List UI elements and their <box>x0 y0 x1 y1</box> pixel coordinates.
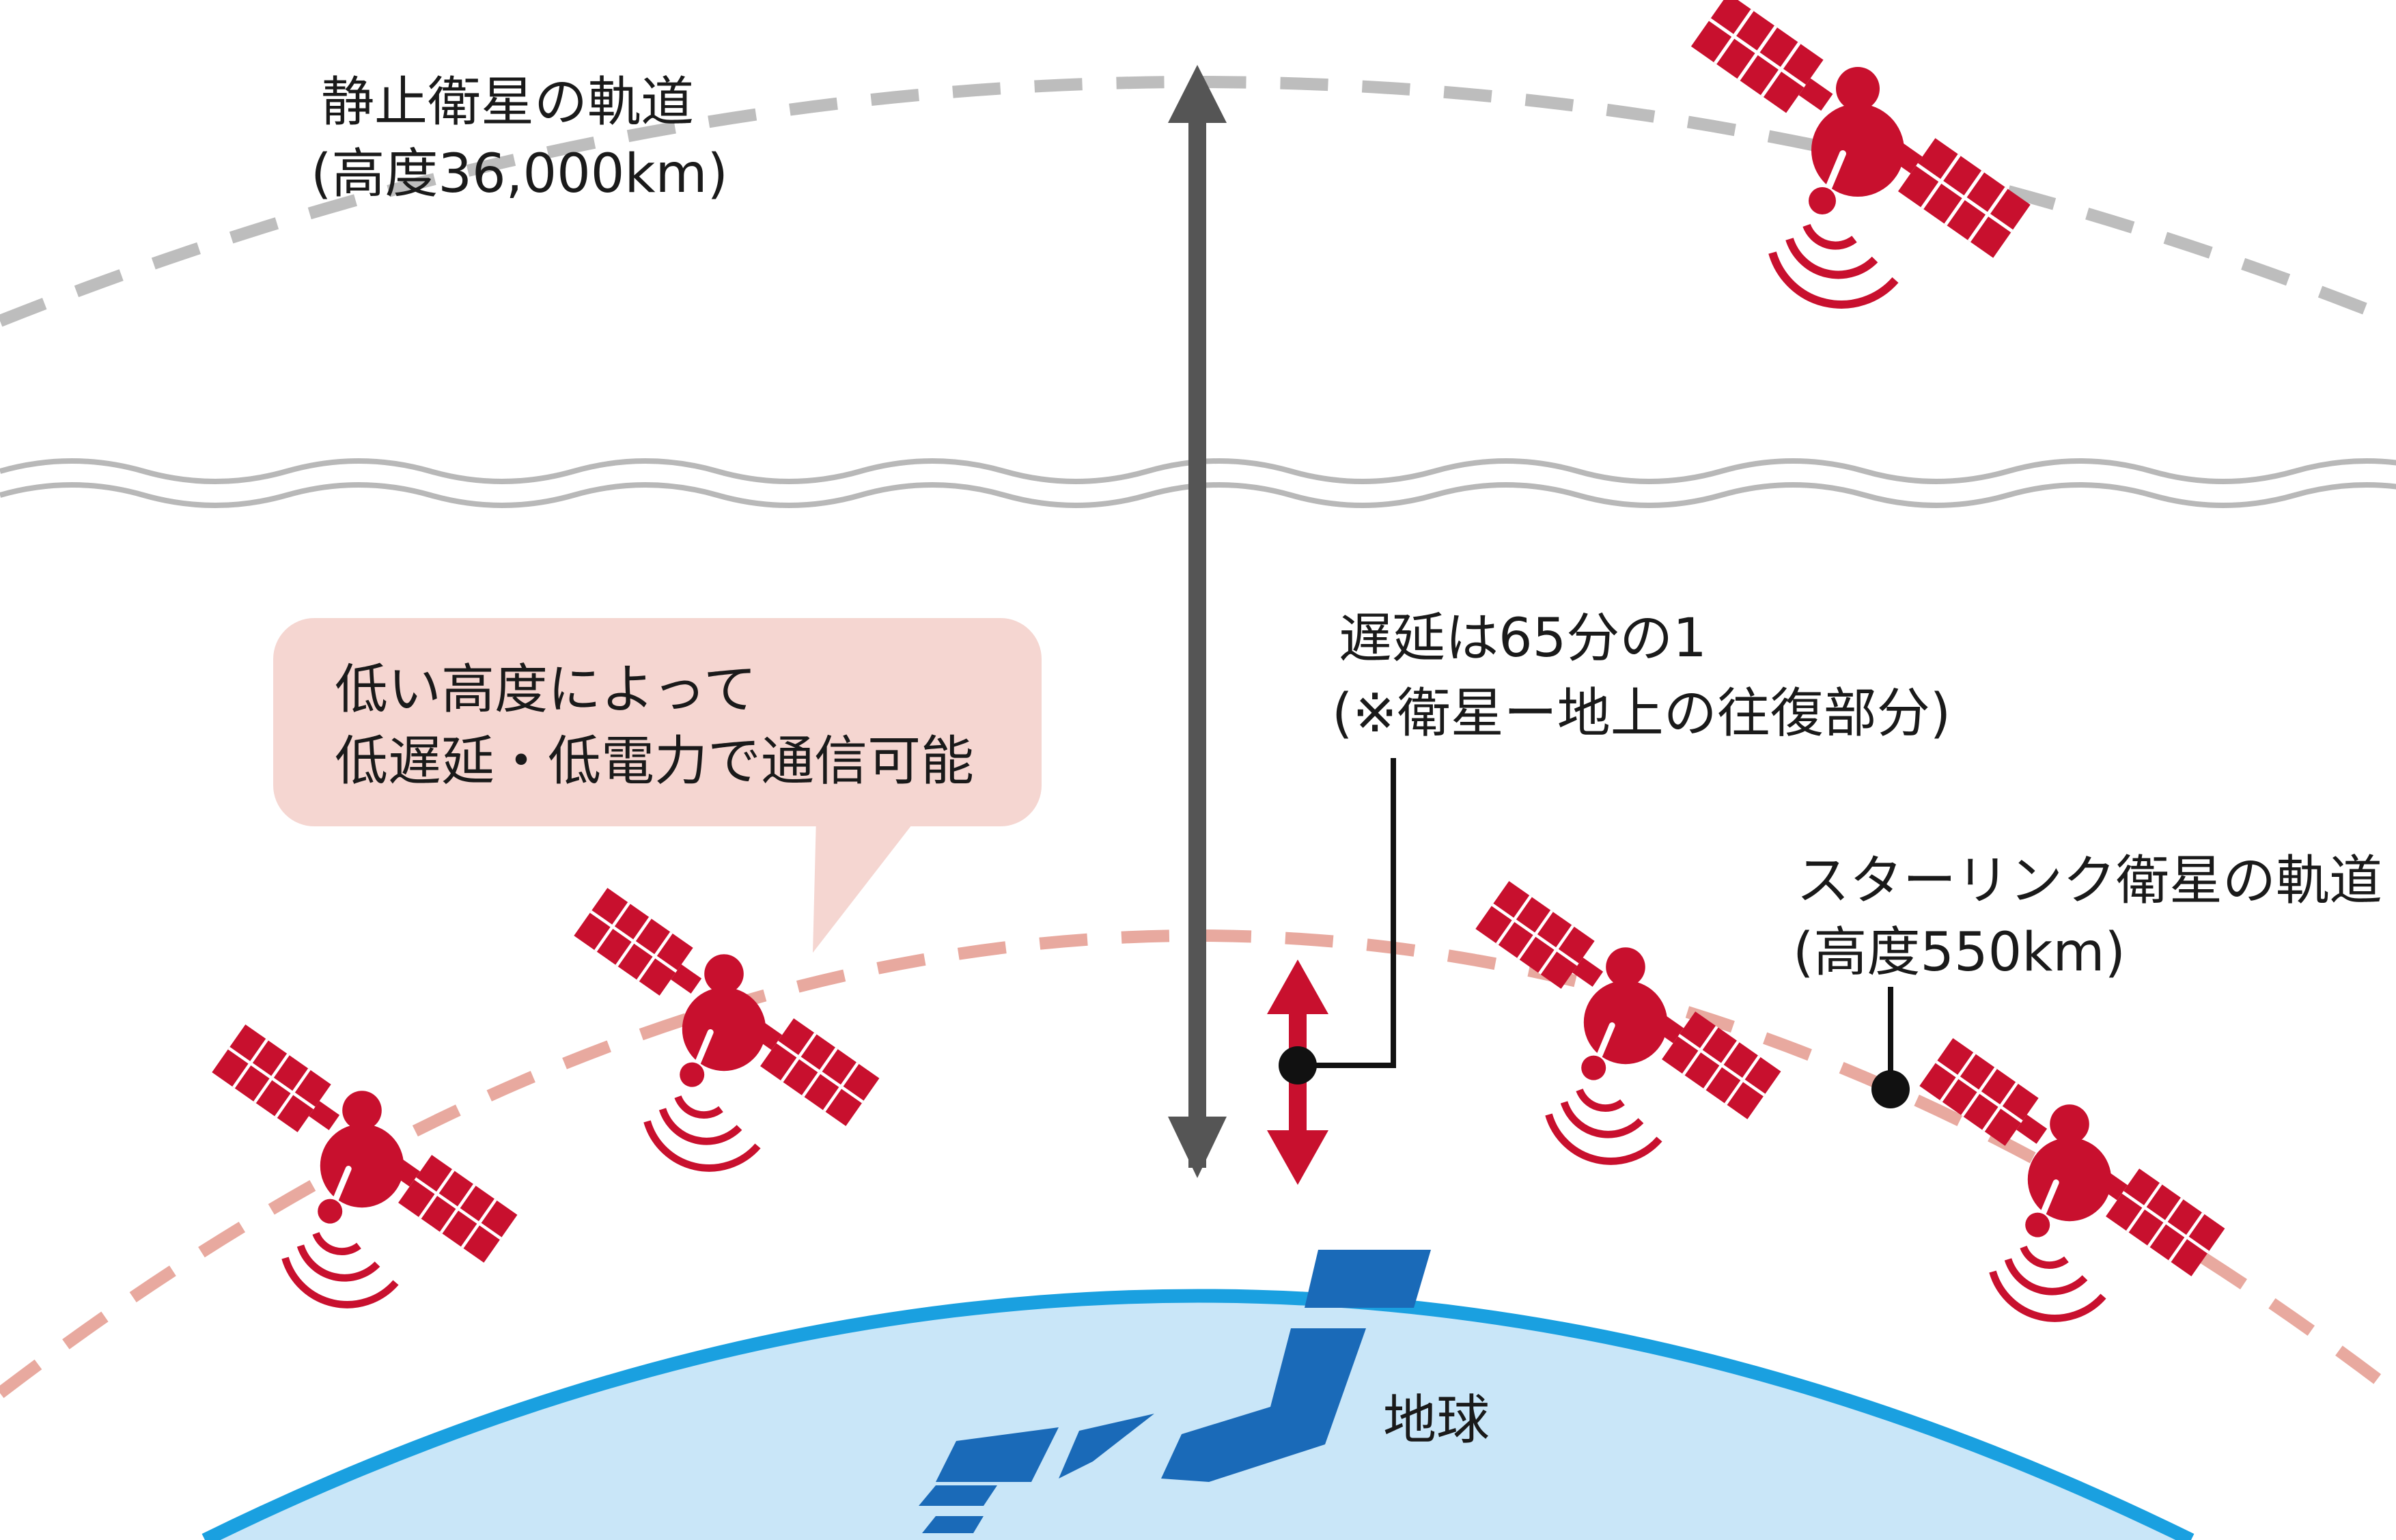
geo-altitude-arrow <box>1168 65 1227 1178</box>
callout-line2: 低遅延・低電力で通信可能 <box>335 731 975 792</box>
earth-label: 地球 <box>1383 1390 1490 1451</box>
callout-bubble <box>273 618 1042 826</box>
satellite-icon <box>1475 881 1781 1161</box>
break-line-bottom <box>0 482 2396 508</box>
starlink-leader-dot <box>1871 1070 1910 1108</box>
japan-map-icon <box>919 1250 1431 1533</box>
starlink-orbit-label-line1: スターリンク衛星の軌道 <box>1796 850 2383 912</box>
break-line-top <box>0 458 2396 484</box>
satellite-icon <box>1691 0 2031 305</box>
latency-leader-dot <box>1279 1046 1317 1084</box>
earth-outline <box>201 1289 2195 1540</box>
satellite-icon <box>212 1024 517 1304</box>
geo-orbit-label-line2: (高度36,000km) <box>311 143 728 205</box>
latency-note-line2: (※衛星ー地上の往復部分) <box>1332 683 1951 744</box>
latency-note-line1: 遅延は65分の1 <box>1339 608 1707 669</box>
callout-line1: 低い高度によって <box>335 659 757 720</box>
satellite-icon <box>1919 1038 2225 1318</box>
geo-orbit-line <box>0 76 2396 327</box>
latency-leader-line <box>1298 758 1396 1068</box>
starlink-orbit-label-line2: (高度550km) <box>1793 922 2126 983</box>
geo-orbit-label-line1: 静止衛星の軌道 <box>321 72 695 133</box>
